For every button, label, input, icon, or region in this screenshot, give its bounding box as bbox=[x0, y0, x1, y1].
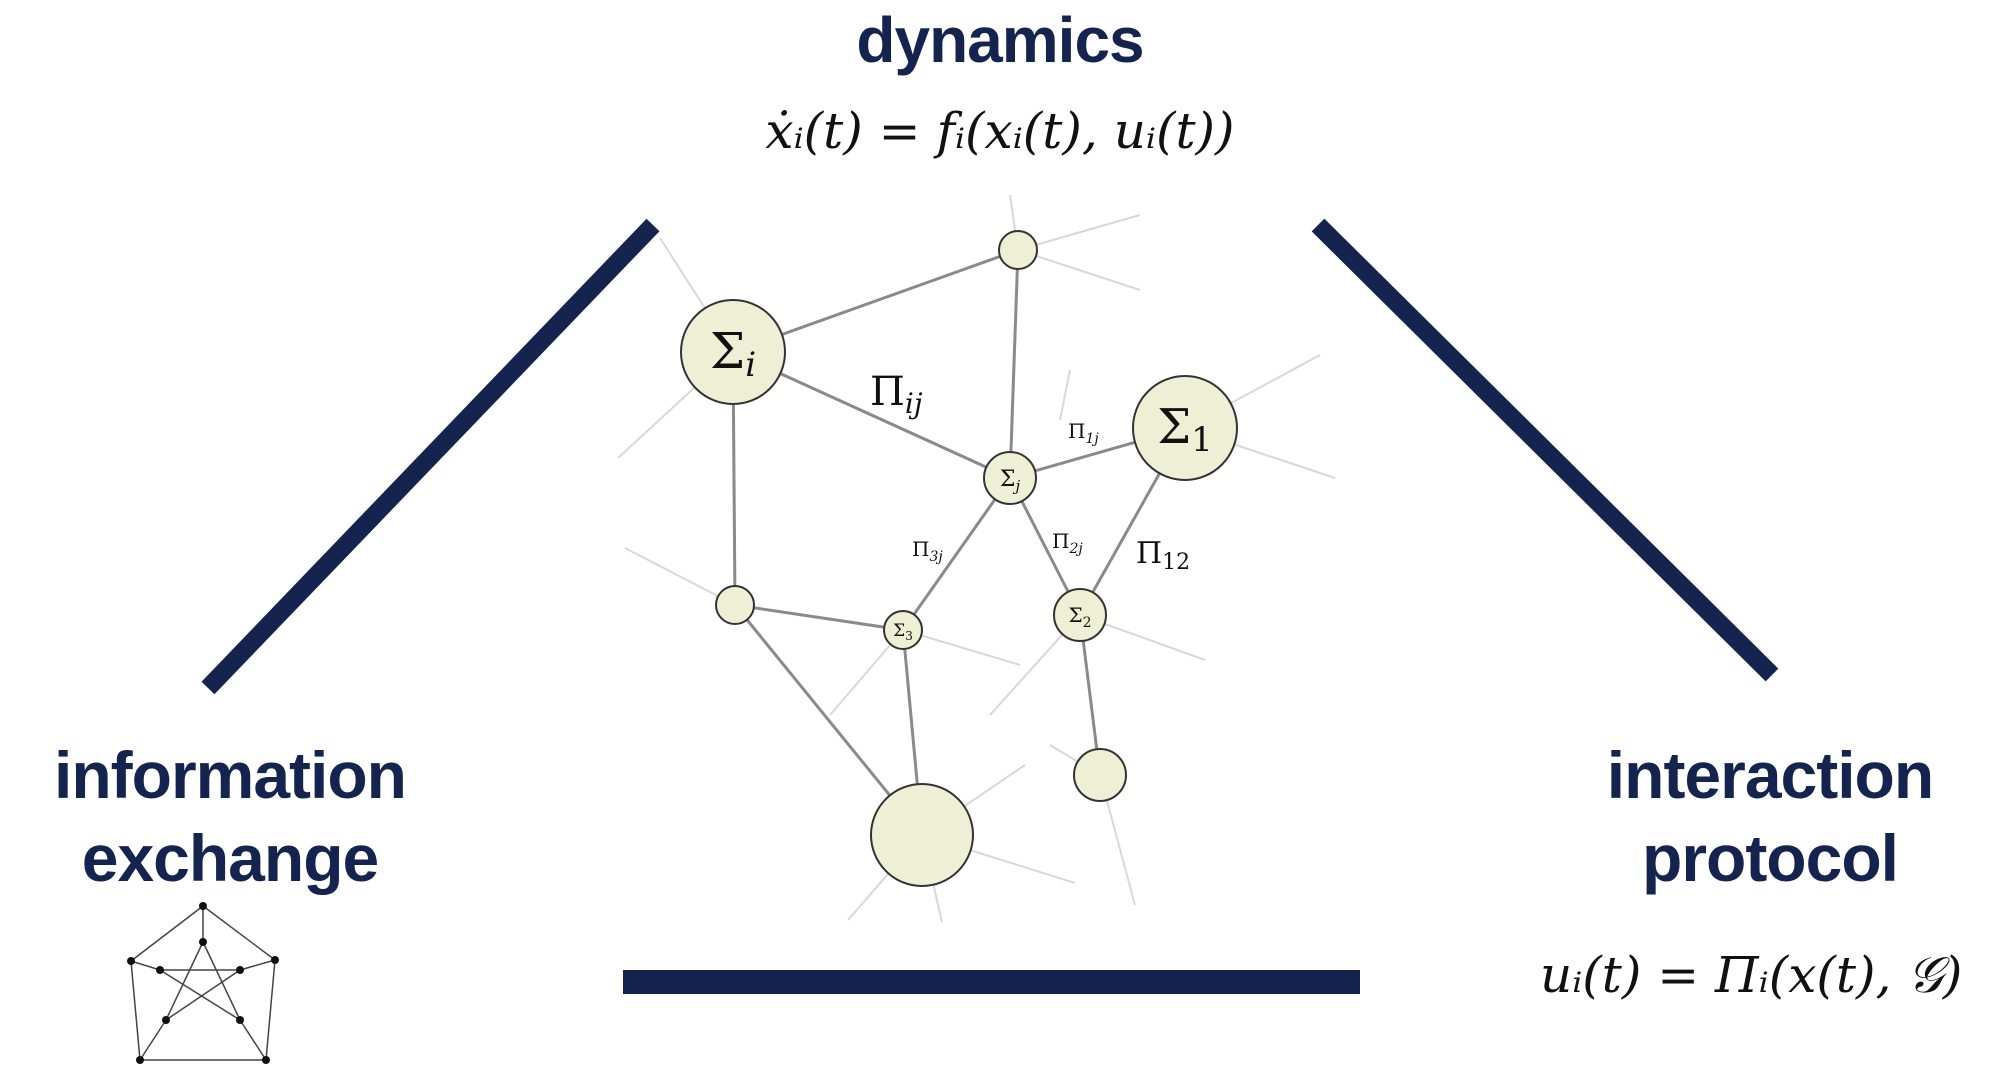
node-sigma-1: Σ1 bbox=[1132, 375, 1238, 481]
interaction-protocol-title-line1: interaction bbox=[1606, 738, 1934, 812]
svg-text:Σ1: Σ1 bbox=[1157, 399, 1213, 460]
dynamics-formula: ẋᵢ(t) = fᵢ(xᵢ(t), uᵢ(t)) bbox=[765, 102, 1235, 160]
interaction-protocol-formula: uᵢ(t) = Πᵢ(x(t), 𝒢) bbox=[1540, 946, 1963, 1004]
faint-edges bbox=[617, 194, 1336, 923]
network-node bbox=[1073, 748, 1127, 802]
information-exchange-title-line2: exchange bbox=[81, 821, 379, 895]
svg-text:Σ3: Σ3 bbox=[893, 621, 913, 643]
edge-label-pi-12: Π12 bbox=[1136, 536, 1190, 575]
triangle-bar-left bbox=[201, 218, 660, 695]
main-edges bbox=[731, 248, 1187, 836]
network-node bbox=[715, 585, 755, 625]
edge-label-pi-1j: Π1j bbox=[1068, 419, 1099, 447]
svg-text:Σ2: Σ2 bbox=[1068, 603, 1091, 631]
interaction-protocol-title-line2: protocol bbox=[1642, 821, 1899, 895]
network-node bbox=[870, 783, 974, 887]
network-node bbox=[998, 230, 1038, 270]
node-sigma-2: Σ2 bbox=[1053, 588, 1107, 642]
dynamics-title: dynamics bbox=[856, 4, 1144, 76]
node-sigma-i: Σi bbox=[680, 299, 786, 405]
edge-label-pi-ij: Πij bbox=[870, 369, 923, 420]
petersen-graph-vertices bbox=[127, 902, 279, 1064]
information-exchange-title-line1: information bbox=[54, 738, 407, 812]
triangle-bar-right bbox=[1311, 218, 1779, 682]
petersen-graph-icon bbox=[130, 905, 276, 1061]
node-sigma-3: Σ3 bbox=[883, 610, 923, 650]
svg-text:Σj: Σj bbox=[1000, 467, 1021, 495]
edge-label-pi-3j: Π3j bbox=[912, 537, 943, 565]
node-sigma-j: Σj bbox=[983, 451, 1037, 505]
edge-label-pi-2j: Π2j bbox=[1052, 529, 1083, 557]
svg-text:Σi: Σi bbox=[710, 322, 756, 385]
